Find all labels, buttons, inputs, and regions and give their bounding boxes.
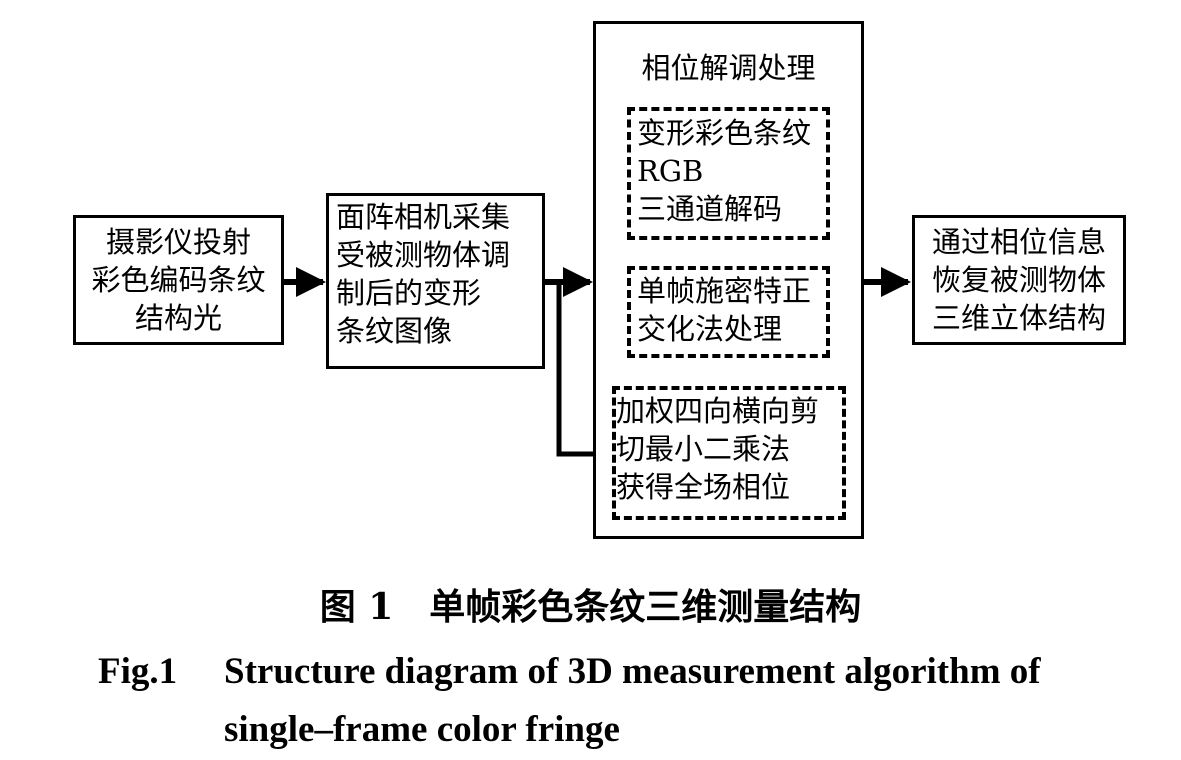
recover-block — [912, 215, 1126, 345]
rgb-decode-text: 变形彩色条纹 RGB 三通道解码 — [637, 114, 811, 228]
recover-line-2: 恢复被测物体 — [931, 263, 1106, 297]
projector-line-1: 摄影仪投射 — [105, 225, 251, 259]
least-squares-line-2: 切最小二乘法 — [616, 432, 791, 466]
projector-line-2: 彩色编码条纹 — [91, 263, 266, 297]
camera-block — [326, 193, 545, 369]
camera-text: 面阵相机采集 受被测物体调 制后的变形 条纹图像 — [336, 198, 510, 350]
recover-text: 通过相位信息 恢复被测物体 三维立体结构 — [912, 223, 1126, 337]
least-squares-line-1: 加权四向横向剪 — [616, 394, 820, 428]
branch-line-to-least-squares — [548, 279, 612, 457]
rgb-decode-line-2: RGB — [637, 154, 704, 188]
recover-line-3: 三维立体结构 — [931, 301, 1106, 335]
caption-english-line-1: Structure diagram of 3D measurement algo… — [224, 651, 1041, 692]
caption-english-line-2: single–frame color fringe — [224, 709, 620, 750]
camera-line-3: 制后的变形 — [336, 276, 482, 310]
projector-block — [73, 215, 284, 345]
phase-panel-title: 相位解调处理 — [641, 51, 816, 85]
orthogonal-line-1: 单帧施密特正 — [637, 274, 812, 308]
rgb-decode-line-3: 三通道解码 — [637, 192, 783, 226]
projector-text: 摄影仪投射 彩色编码条纹 结构光 — [73, 223, 284, 337]
orthogonal-group — [627, 266, 830, 358]
camera-line-4: 条纹图像 — [336, 314, 453, 348]
orthogonal-line-2: 交化法处理 — [637, 312, 783, 346]
least-squares-group — [612, 386, 846, 520]
rgb-decode-line-1: 变形彩色条纹 — [637, 116, 812, 150]
camera-line-2: 受被测物体调 — [336, 238, 511, 272]
caption-english-label: Fig.1 — [98, 651, 178, 692]
least-squares-line-3: 获得全场相位 — [616, 470, 791, 504]
camera-line-1: 面阵相机采集 — [336, 200, 511, 234]
caption-chinese: 图 1 单帧彩色条纹三维测量结构 — [319, 586, 862, 628]
least-squares-text: 加权四向横向剪 切最小二乘法 获得全场相位 — [616, 392, 819, 506]
projector-line-3: 结构光 — [134, 301, 222, 335]
rgb-decode-group — [627, 107, 830, 240]
orthogonal-text: 单帧施密特正 交化法处理 — [637, 272, 811, 348]
recover-line-1: 通过相位信息 — [931, 225, 1106, 259]
